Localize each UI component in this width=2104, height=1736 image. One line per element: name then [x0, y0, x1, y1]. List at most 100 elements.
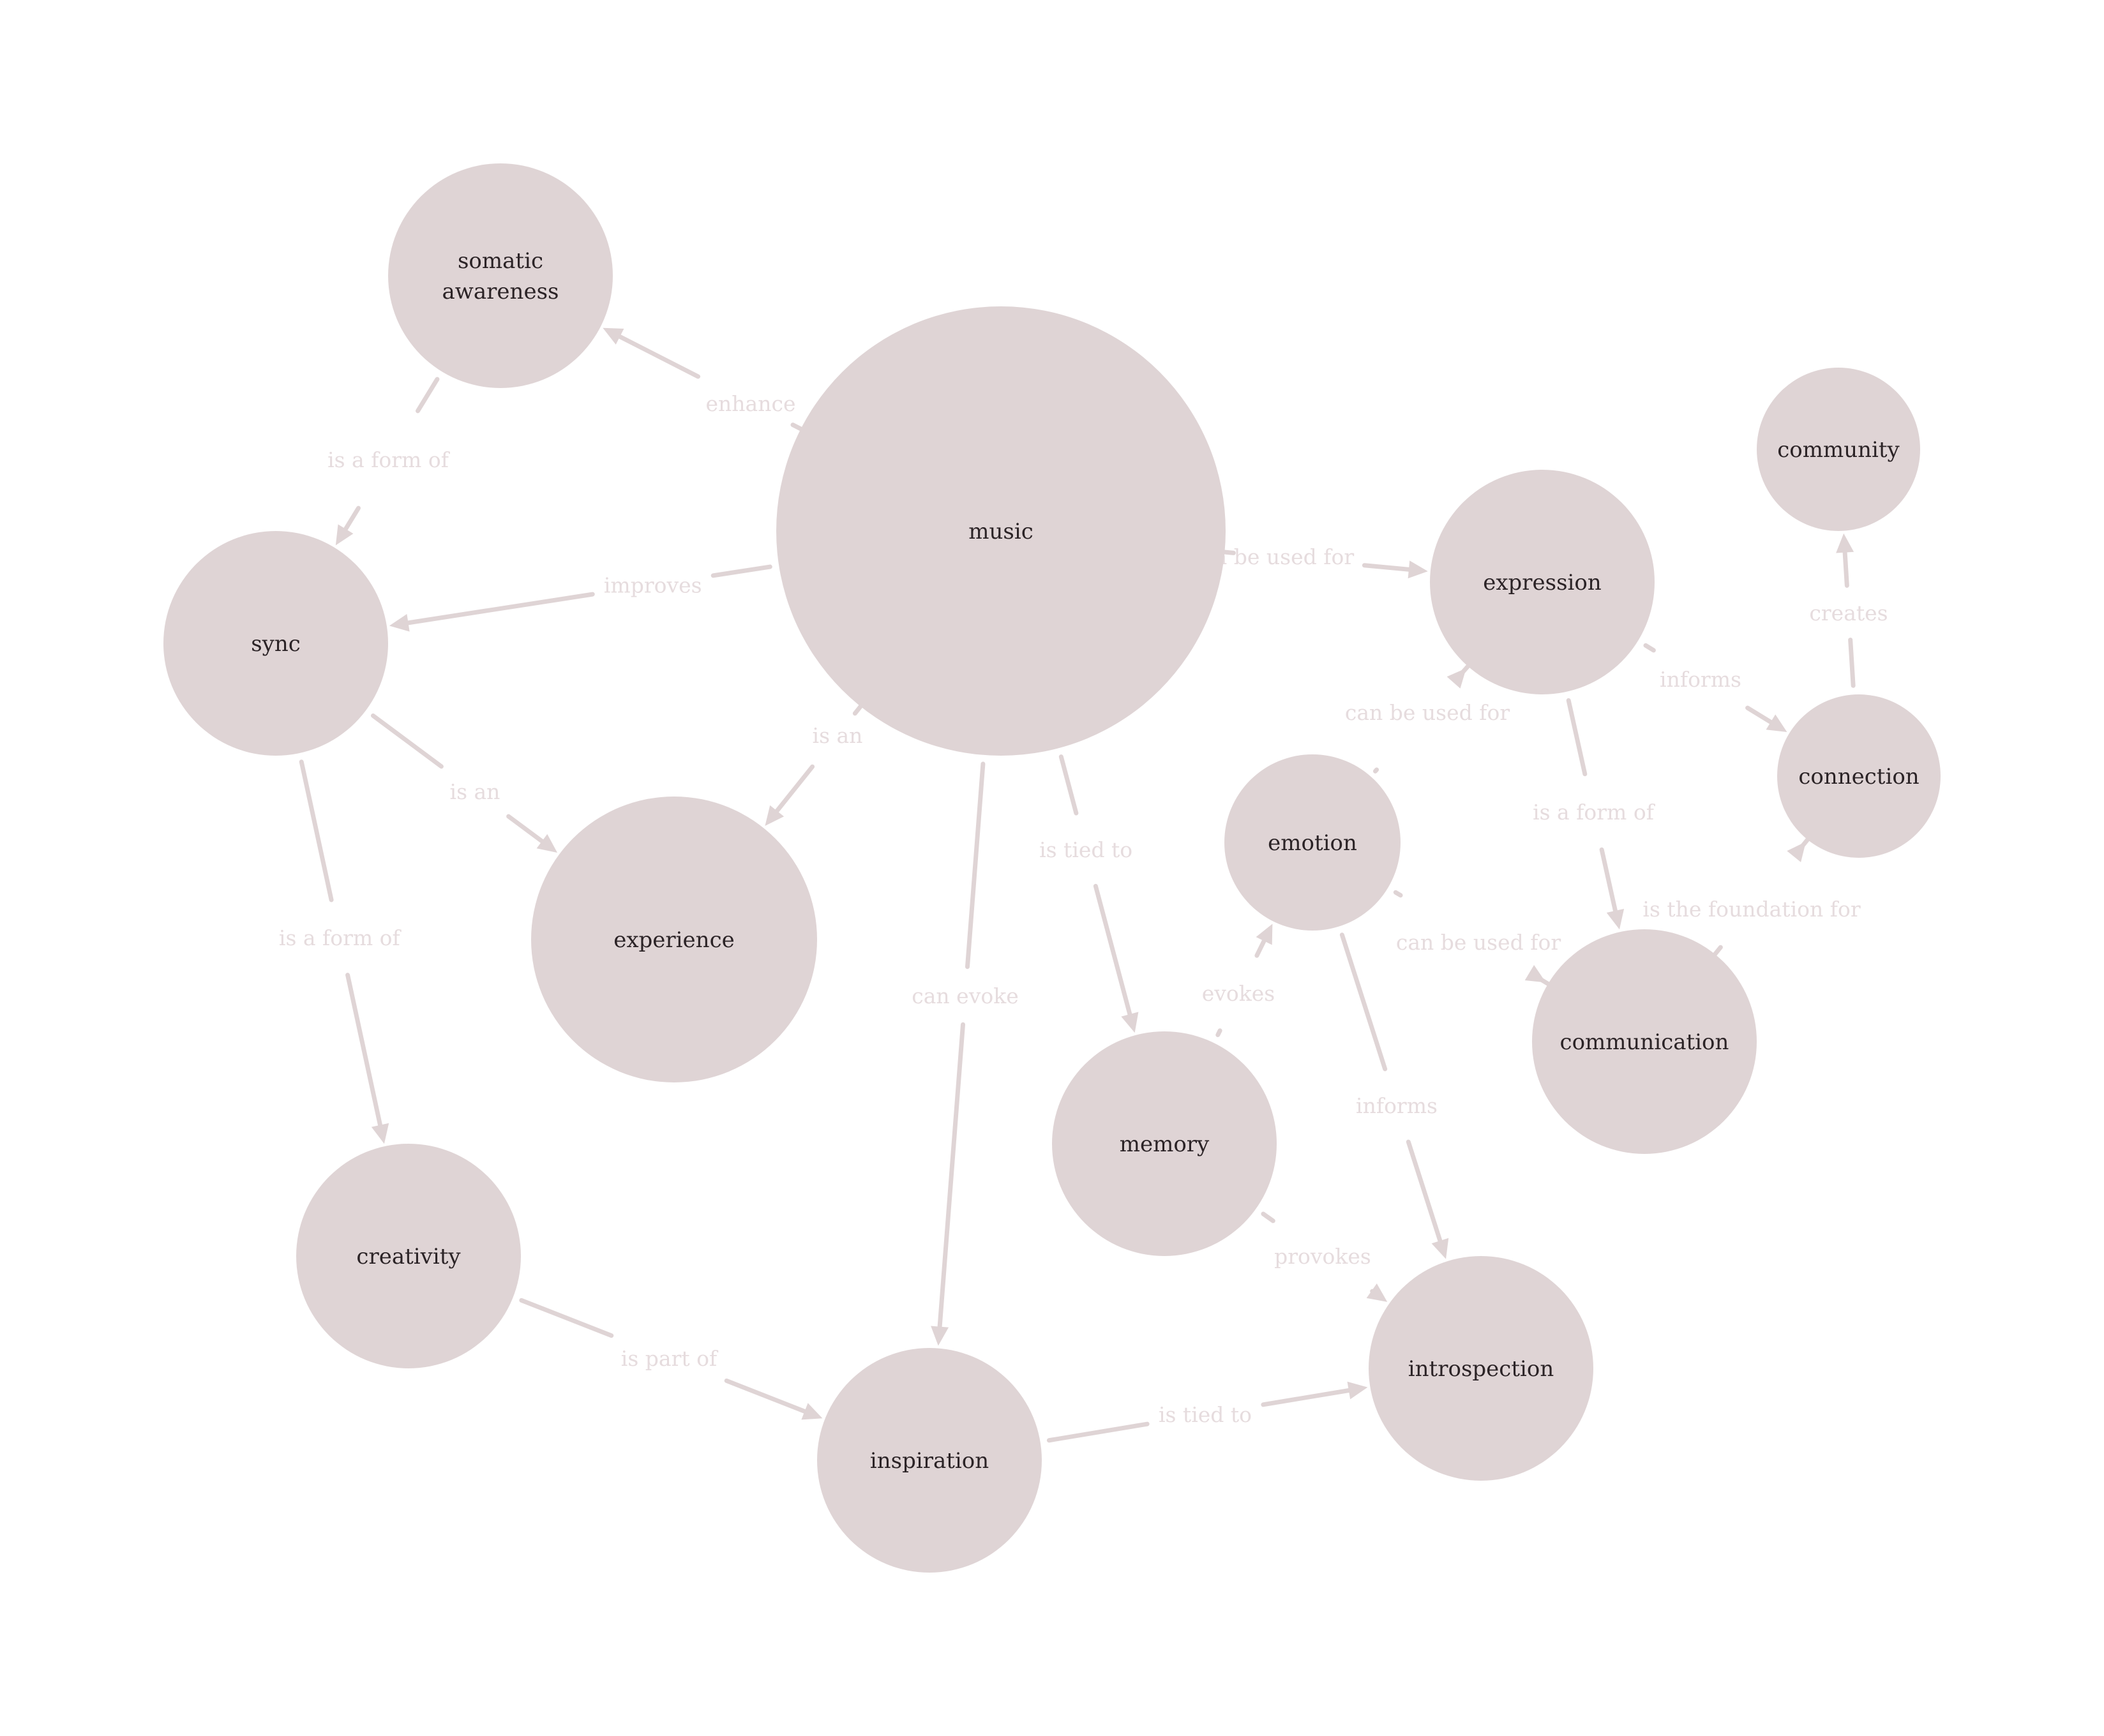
edge-label: evokes — [1202, 981, 1275, 1006]
edge-line-emotion-expression — [1372, 767, 1379, 774]
node-circle — [1777, 694, 1941, 858]
node-circle — [1369, 1256, 1593, 1481]
arrowhead-experience — [765, 805, 785, 826]
node-label: music — [968, 519, 1033, 544]
arrowhead-somatic — [603, 327, 624, 345]
node-label: creativity — [356, 1244, 461, 1269]
node-label: sync — [251, 631, 301, 657]
edge-label: can evoke — [912, 984, 1018, 1008]
node-label: somatic — [458, 248, 543, 274]
node-label: introspection — [1408, 1356, 1554, 1382]
node-expression[interactable]: expression — [1430, 470, 1655, 694]
edge-line-expression-communication — [1566, 698, 1588, 777]
node-circle — [1430, 470, 1655, 694]
arrowhead-creativity — [371, 1123, 389, 1144]
edge-line-sync-creativity — [299, 760, 334, 902]
edge-label: is tied to — [1159, 1402, 1252, 1427]
arrowhead-communication — [1524, 964, 1546, 983]
node-circle — [1532, 929, 1757, 1154]
arrowhead-community — [1836, 533, 1854, 553]
node-label: connection — [1798, 764, 1919, 789]
edge-label: informs — [1660, 667, 1741, 692]
node-label: expression — [1483, 570, 1602, 595]
node-label: inspiration — [870, 1448, 989, 1474]
edge-label: is a form of — [279, 925, 402, 950]
node-emotion[interactable]: emotion — [1224, 754, 1401, 931]
arrowhead-experience — [536, 834, 558, 853]
edge-label: is a form of — [327, 447, 451, 472]
edge-line-music-inspiration — [936, 1022, 966, 1342]
node-communication[interactable]: communication — [1532, 929, 1757, 1154]
edge-line-music-sync — [710, 564, 772, 578]
edge-label: is a form of — [1533, 800, 1656, 825]
node-somatic[interactable]: somatic awareness — [388, 163, 613, 388]
node-introspection[interactable]: introspection — [1369, 1256, 1593, 1481]
node-experience[interactable]: experience — [531, 797, 817, 1082]
node-circle — [1052, 1031, 1277, 1256]
node-circle — [296, 1144, 521, 1368]
arrowhead-expression — [1408, 560, 1428, 579]
arrowhead-memory — [1121, 1012, 1139, 1033]
edge-label: provokes — [1274, 1244, 1371, 1269]
node-connection[interactable]: connection — [1777, 694, 1941, 858]
edge-line-emotion-introspection — [1406, 1139, 1446, 1255]
edge-line-sync-creativity — [345, 973, 386, 1140]
node-circle — [817, 1348, 1042, 1573]
edge-line-expression-connection — [1643, 643, 1656, 653]
arrowhead-introspection — [1347, 1381, 1368, 1400]
arrowheads-layer — [335, 327, 1854, 1420]
arrowhead-communication — [1606, 908, 1625, 930]
edge-label: can be used for — [1396, 930, 1561, 955]
node-circle — [776, 306, 1226, 756]
edge-line-sync-experience — [370, 713, 444, 769]
edge-label: is part of — [621, 1346, 719, 1371]
edge-line-music-somatic — [606, 328, 701, 379]
node-circle — [1757, 368, 1920, 531]
edge-line-connection-community — [1848, 638, 1856, 688]
edge-label: is tied to — [1039, 837, 1132, 862]
edge-line-memory-introspection — [1261, 1211, 1275, 1223]
node-circle — [1224, 754, 1401, 931]
edge-label: can be used for — [1345, 700, 1510, 725]
node-label: emotion — [1268, 830, 1357, 856]
node-circle — [388, 163, 613, 388]
arrowhead-emotion — [1256, 924, 1273, 945]
edge-line-music-memory — [1058, 754, 1079, 816]
edge-line-emotion-introspection — [1339, 932, 1388, 1072]
arrowhead-inspiration — [801, 1403, 823, 1420]
node-community[interactable]: community — [1757, 368, 1920, 531]
edge-label: informs — [1356, 1093, 1438, 1118]
edge-line-creativity-inspiration — [519, 1298, 614, 1338]
node-sync[interactable]: sync — [163, 531, 388, 756]
arrowhead-connection — [1787, 841, 1807, 862]
edge-label: is the foundation for — [1642, 897, 1860, 922]
edge-label: enhance — [706, 391, 796, 416]
edge-line-memory-emotion — [1215, 1028, 1222, 1037]
arrowhead-sync — [335, 524, 354, 546]
node-circle — [531, 797, 817, 1082]
node-label: community — [1777, 437, 1900, 463]
edges-layer: enhance is a form of improves is an is an is … — [279, 328, 1888, 1443]
arrowhead-connection — [1766, 714, 1787, 733]
arrowhead-sync — [389, 614, 410, 632]
edge-label: improves — [604, 572, 702, 597]
nodes-layer: music somatic awareness sync experience creat… — [163, 163, 1941, 1573]
node-inspiration[interactable]: inspiration — [817, 1348, 1042, 1573]
edge-line-creativity-inspiration — [724, 1378, 819, 1419]
node-label: experience — [613, 927, 735, 953]
edge-label: is an — [813, 723, 863, 748]
node-music[interactable]: music — [776, 306, 1226, 756]
arrowhead-expression — [1446, 668, 1466, 689]
edge-line-somatic-sync — [416, 377, 440, 414]
arrowhead-introspection — [1366, 1283, 1388, 1302]
node-label: communication — [1560, 1029, 1729, 1055]
node-label: memory — [1120, 1132, 1210, 1157]
edge-label: is an — [450, 779, 500, 804]
node-label: awareness — [442, 279, 559, 304]
edge-line-music-sync — [393, 592, 595, 627]
node-circle — [163, 531, 388, 756]
node-creativity[interactable]: creativity — [296, 1144, 521, 1368]
node-memory[interactable]: memory — [1052, 1031, 1277, 1256]
arrowhead-introspection — [1431, 1238, 1449, 1259]
